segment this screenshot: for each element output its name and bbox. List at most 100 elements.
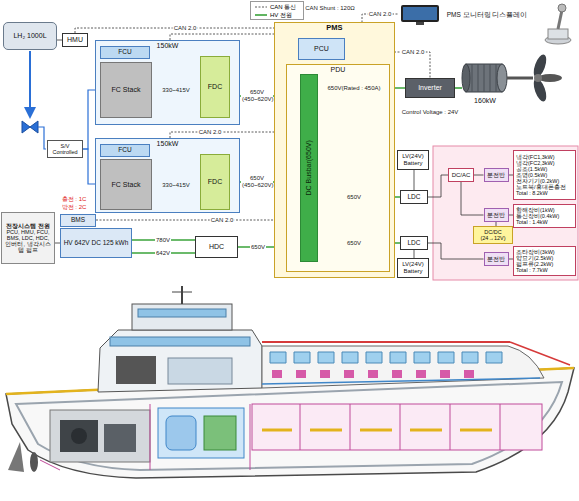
hv-line	[455, 87, 462, 89]
legend-row: HV 전원	[254, 11, 300, 19]
busbar: DC Busbar(650V)	[300, 74, 318, 262]
machinery	[116, 356, 156, 384]
bulkheads	[300, 404, 500, 450]
legend-text: HV 전원	[270, 12, 292, 19]
box-text: LV(24V) Battery	[400, 261, 426, 274]
box-text: 분전반	[487, 256, 505, 263]
edge-label: 330~415V	[161, 181, 191, 188]
edge-label: 650V (450~620V)	[241, 175, 273, 188]
valve-symbol	[22, 121, 38, 133]
load-item: 펌프류(2.2kW)	[516, 261, 553, 267]
converter-box: DC/DC (24→12V)	[473, 226, 513, 244]
converter-box: LDC	[400, 190, 428, 204]
load-item: 양묘기(2.5kW)	[516, 255, 553, 261]
propeller-hub	[534, 74, 542, 82]
box-text: PDU	[331, 66, 346, 74]
load-item: 냉각(FC2,3kW)	[516, 160, 555, 166]
superstructure	[98, 330, 262, 392]
box-text: 160kW	[474, 97, 496, 105]
engine-room	[50, 410, 150, 462]
converter-box: LDC	[400, 236, 428, 250]
mast	[181, 286, 183, 304]
stack-box: FC Stack	[100, 159, 152, 210]
load-list: 항해장비(1kW)통신장비(0.4kW)Total : 1.4kW	[513, 204, 576, 228]
edge-label: CAN 2.0	[368, 11, 393, 18]
load-item: 노트북/휴대폰충전	[516, 184, 566, 190]
monitor-screen	[403, 7, 437, 20]
edge-label: 780V	[155, 237, 171, 244]
edge-label: CAN 2.0	[173, 25, 198, 32]
legend-line	[255, 7, 267, 8]
box-text: DC Busbar(650V)	[305, 140, 313, 195]
rail	[262, 341, 510, 343]
edge-label: CAN 2.0	[401, 49, 426, 56]
converter-box: FDC	[200, 56, 230, 118]
box-text: LH₂ 1000L	[13, 32, 46, 40]
box-text: HV 642V DC 125 kWh	[64, 239, 129, 246]
propeller-shaft	[507, 77, 533, 80]
legend-sample	[254, 12, 268, 18]
fuel-cell-group: 150kWFCUFC StackFDC	[95, 40, 240, 125]
edge-label: 650V (450~620V)	[241, 89, 273, 102]
box-text: LV(24V) Battery	[400, 153, 426, 166]
load-item: Total : 8.2kW	[516, 190, 548, 196]
wire-line	[414, 170, 415, 190]
load-item: 조타장비(3kW)	[516, 249, 555, 255]
process-box: HMU	[62, 33, 88, 47]
monitor-stand	[416, 22, 424, 25]
machinery	[104, 424, 136, 452]
box-text: 전장시스템 전원	[6, 223, 50, 229]
box-text: 150kW	[157, 140, 179, 148]
edge-label: 330~415V	[161, 87, 191, 94]
box-text: HDC	[209, 243, 224, 251]
bridge-windows	[138, 309, 226, 317]
legend-sample	[254, 4, 268, 10]
bunks	[262, 429, 492, 432]
rate-label: 충전 : 1C	[61, 196, 88, 203]
box-text: LDC	[407, 239, 420, 246]
box-text: 150kW	[157, 42, 179, 50]
battery-box: HV 642V DC 125 kWh	[60, 228, 132, 258]
panel-box: 분전반	[484, 168, 509, 182]
converter-box: FDC	[200, 154, 230, 210]
box-text: BMS	[71, 216, 85, 223]
joystick-body	[548, 29, 568, 39]
load-list: 냉각(FC1,3kW)냉각(FC2,3kW)공조(1.5kW)조명(0.5kW)…	[513, 150, 576, 200]
panel-box: 분전반	[484, 208, 509, 222]
motor-fins	[472, 64, 496, 92]
edge-label: CAN 2.0	[198, 129, 223, 136]
joystick-knob	[558, 4, 566, 12]
battery-box: LV(24V) Battery	[397, 150, 429, 170]
legend-text: CAN 통신	[270, 4, 296, 11]
panel-box: 분전반	[484, 252, 509, 266]
motor-end	[497, 64, 507, 92]
note-label: CAN Shunt : 120Ω	[304, 5, 356, 12]
load-item: Total : 7.7kW	[516, 267, 548, 273]
box-text: FC Stack	[112, 181, 141, 189]
ship-illustration	[6, 286, 574, 478]
box-text: HMU	[67, 36, 83, 44]
control-box: FCU	[100, 144, 150, 157]
pms-box: PMSPCUPDUDC Busbar(650V)	[274, 22, 395, 278]
load-item: 전자기기(0.2kW)	[516, 178, 559, 184]
rate-label: 방전 : 2C	[61, 204, 88, 211]
passenger-cabin	[262, 346, 544, 388]
ship-propeller	[30, 452, 38, 472]
box-text: FCU	[118, 146, 131, 153]
bms-box: BMS	[60, 214, 96, 227]
windows	[110, 337, 250, 346]
seats	[272, 370, 474, 378]
compartments	[252, 404, 542, 450]
legend-line	[255, 14, 267, 16]
battery-box: LV(24V) Battery	[397, 258, 429, 278]
frames	[40, 404, 250, 470]
motor-node: 160kW	[462, 60, 508, 106]
wire-line	[428, 243, 484, 259]
wire-line	[461, 182, 484, 215]
fuel-line	[38, 127, 46, 149]
edge-label: CAN 2.0	[210, 217, 235, 224]
edge-label: 650V	[346, 240, 362, 247]
wire-line	[474, 175, 484, 176]
